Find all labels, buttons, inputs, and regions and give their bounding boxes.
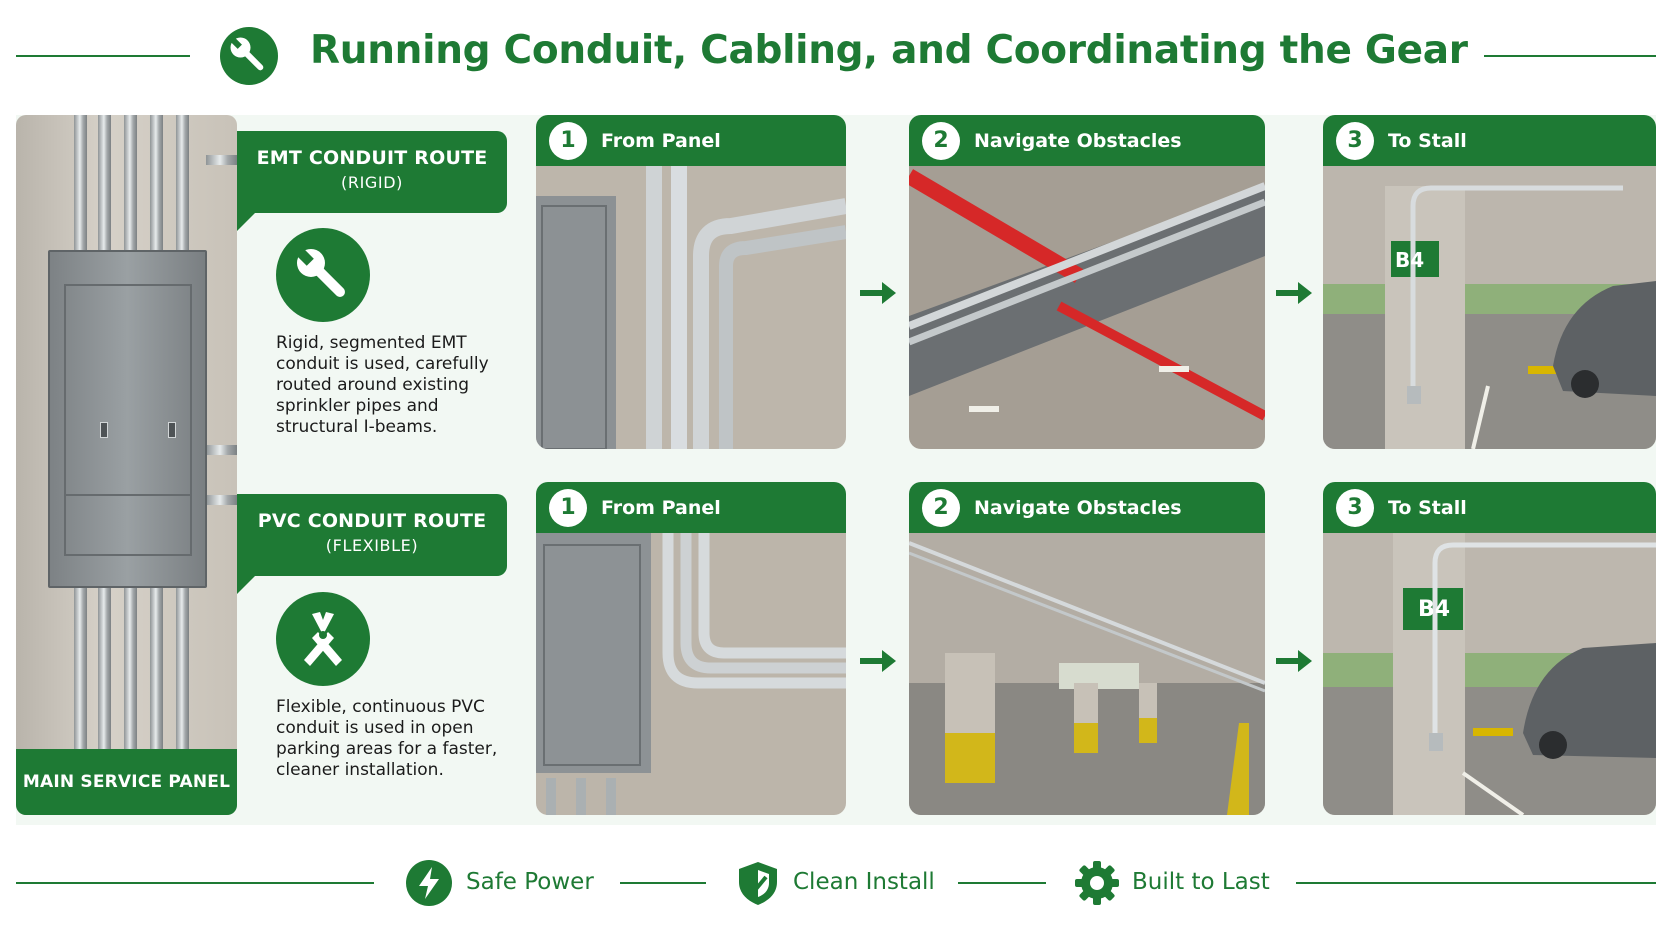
main-service-panel-label: MAIN SERVICE PANEL: [16, 749, 237, 815]
electrical-panel-box: [48, 250, 207, 588]
footer-rule: [16, 882, 374, 884]
to-stall-photo: B4: [1323, 533, 1656, 815]
from-panel-photo: [536, 166, 846, 449]
pvc-step-to-stall: 3 To Stall B4: [1323, 482, 1656, 815]
step-label: To Stall: [1388, 496, 1467, 519]
pvc-step-from-panel: 1 From Panel: [536, 482, 846, 815]
step-label: From Panel: [601, 496, 721, 519]
emt-route-card: EMT CONDUIT ROUTE (RIGID): [237, 131, 507, 231]
page-title: Running Conduit, Cabling, and Coordinati…: [310, 28, 1468, 73]
pvc-route-title: PVC CONDUIT ROUTE: [257, 510, 487, 532]
stall-sign-b4: B4: [1395, 248, 1425, 272]
arrow-right-icon: [860, 650, 896, 672]
pvc-route-description: Flexible, continuous PVC conduit is used…: [276, 697, 498, 780]
shield-icon: [739, 862, 777, 905]
wrench-icon: [220, 27, 278, 85]
footer-rule: [620, 882, 706, 884]
emt-step-to-stall: 3 To Stall B4: [1323, 115, 1656, 449]
step-number: 3: [1336, 488, 1374, 527]
step-header: 3 To Stall: [1323, 482, 1656, 533]
footer-rule: [1296, 882, 1656, 884]
arrow-right-icon: [1276, 650, 1312, 672]
navigate-obstacles-photo: [909, 533, 1265, 815]
header-rule-right: [1484, 55, 1656, 57]
pvc-step-navigate-obstacles: 2 Navigate Obstacles: [909, 482, 1265, 815]
footer-rule: [958, 882, 1046, 884]
step-header: 3 To Stall: [1323, 115, 1656, 166]
pliers-icon: [276, 592, 370, 686]
footer-built-to-last: Built to Last: [1132, 869, 1270, 895]
step-label: Navigate Obstacles: [974, 496, 1182, 519]
navigate-obstacles-photo: [909, 166, 1265, 449]
emt-route-description: Rigid, segmented EMT conduit is used, ca…: [276, 333, 489, 437]
to-stall-photo: B4: [1323, 166, 1656, 449]
header-rule-left: [16, 55, 190, 57]
arrow-right-icon: [1276, 282, 1312, 304]
from-panel-photo: [536, 533, 846, 815]
step-number: 2: [922, 121, 960, 160]
stall-sign-b4: B4: [1418, 597, 1451, 622]
pvc-route-card: PVC CONDUIT ROUTE (FLEXIBLE): [237, 494, 507, 594]
step-header: 2 Navigate Obstacles: [909, 115, 1265, 166]
emt-route-title: EMT CONDUIT ROUTE: [256, 147, 488, 169]
step-label: From Panel: [601, 129, 721, 152]
pvc-route-subtitle: (FLEXIBLE): [325, 536, 419, 555]
emt-step-from-panel: 1 From Panel: [536, 115, 846, 449]
step-label: Navigate Obstacles: [974, 129, 1182, 152]
emt-step-navigate-obstacles: 2 Navigate Obstacles: [909, 115, 1265, 449]
step-number: 2: [922, 488, 960, 527]
step-header: 2 Navigate Obstacles: [909, 482, 1265, 533]
wrench-icon: [276, 228, 370, 322]
emt-route-subtitle: (RIGID): [341, 173, 403, 192]
gear-icon: [1075, 861, 1119, 905]
footer-clean-install: Clean Install: [793, 869, 935, 895]
step-label: To Stall: [1388, 129, 1467, 152]
step-header: 1 From Panel: [536, 482, 846, 533]
step-number: 1: [549, 488, 587, 527]
lightning-icon: [406, 860, 452, 906]
arrow-right-icon: [860, 282, 896, 304]
step-header: 1 From Panel: [536, 115, 846, 166]
step-number: 1: [549, 121, 587, 160]
main-service-panel-photo: MAIN SERVICE PANEL: [16, 115, 237, 815]
step-number: 3: [1336, 121, 1374, 160]
footer-safe-power: Safe Power: [466, 869, 594, 895]
